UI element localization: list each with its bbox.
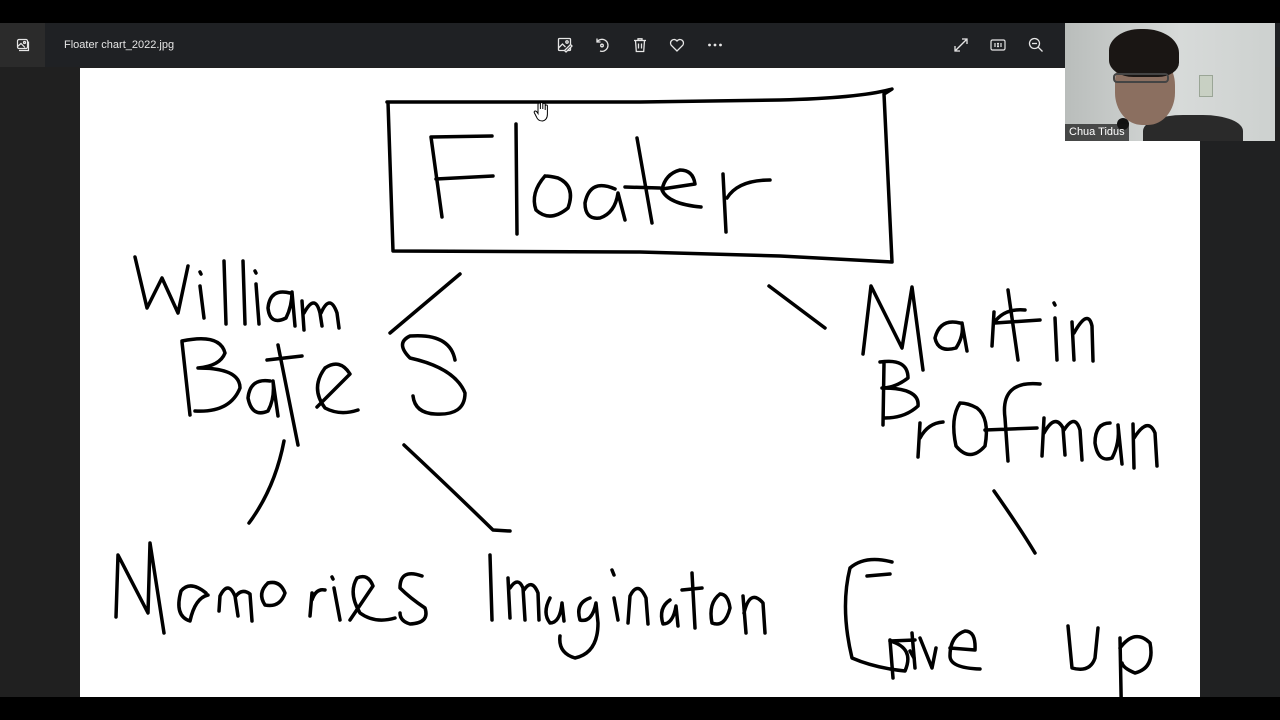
center-toolbar — [546, 23, 734, 67]
webcam-person-hair — [1109, 29, 1179, 77]
app-icon-button[interactable] — [0, 23, 45, 67]
connector-root-to-bates — [388, 272, 462, 335]
zoom-out-icon — [1028, 37, 1043, 52]
rotate-icon — [596, 38, 609, 52]
actual-size-button[interactable] — [980, 23, 1018, 67]
root-node-floater — [385, 87, 894, 264]
more-icon — [707, 43, 722, 47]
webcam-person-glasses — [1113, 73, 1169, 83]
node-william-bates — [133, 255, 467, 447]
wall-switch — [1199, 75, 1213, 97]
expand-icon — [954, 38, 968, 52]
node-give-up — [843, 557, 1153, 720]
connector-bates-to-memories — [247, 439, 286, 525]
file-name: Floater chart_2022.jpg — [64, 39, 175, 51]
photos-app-icon — [16, 38, 29, 52]
node-memories — [114, 541, 428, 635]
trash-icon — [633, 38, 646, 53]
right-toolbar — [942, 23, 1055, 67]
full-screen-button[interactable] — [942, 23, 980, 67]
more-options-button[interactable] — [696, 23, 734, 67]
node-imagination — [488, 553, 767, 660]
connector-brofman-to-give-up — [992, 489, 1037, 555]
connector-bates-to-imagination — [402, 443, 512, 533]
screen-bottom-border — [0, 697, 1280, 720]
heart-icon — [670, 38, 685, 52]
edit-image-button[interactable] — [546, 23, 584, 67]
connector-root-to-brofman — [767, 284, 827, 330]
zoom-out-button[interactable] — [1017, 23, 1055, 67]
node-martin-brofman — [861, 284, 1159, 470]
right-gutter — [1200, 141, 1280, 697]
actual-size-icon — [990, 39, 1006, 51]
screen-top-border — [0, 0, 1280, 23]
delete-button[interactable] — [621, 23, 659, 67]
rotate-button[interactable] — [584, 23, 622, 67]
edit-image-icon — [557, 37, 573, 53]
favorite-button[interactable] — [659, 23, 697, 67]
participant-name: Chua Tidus — [1065, 124, 1129, 141]
image-canvas[interactable] — [80, 68, 1200, 720]
webcam-video-tile[interactable]: Chua Tidus — [1065, 23, 1275, 141]
hand-cursor-icon — [533, 102, 548, 122]
handwritten-mind-map — [114, 87, 1159, 720]
